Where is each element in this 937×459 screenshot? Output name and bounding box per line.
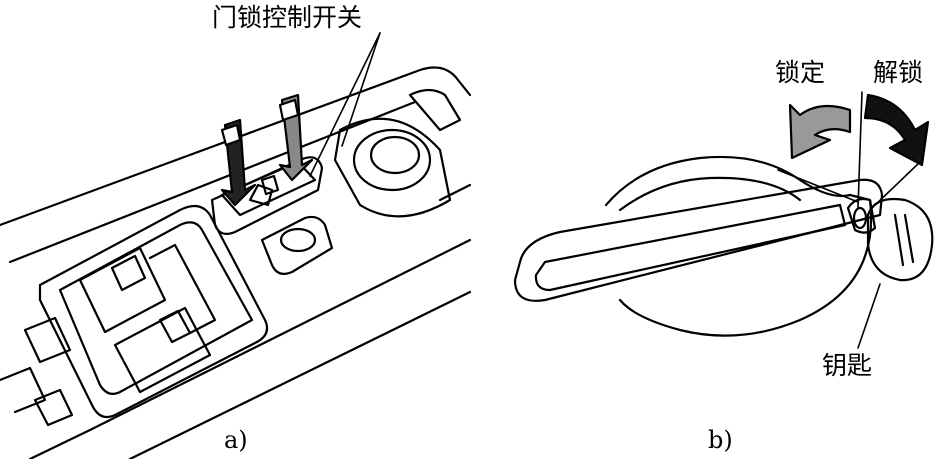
lock-toggle-left [248, 183, 274, 207]
label-key: 钥匙 [822, 351, 873, 380]
small-button [279, 227, 317, 253]
window-switch-1-top [110, 254, 147, 292]
window-switch-1 [78, 246, 167, 334]
armrest-top-edge [0, 66, 472, 227]
armrest-lower-edge [28, 238, 472, 459]
switch-panel-frame [38, 204, 269, 419]
handle-grip-inner [534, 203, 847, 292]
right-edge-stub [438, 183, 472, 202]
mirror-knob-center [369, 135, 421, 175]
lock-leader [777, 169, 859, 203]
keyhole [852, 206, 868, 230]
lock-arrow [788, 103, 852, 160]
handle-recess [604, 155, 873, 337]
key-head-groove [893, 213, 905, 267]
lock-cylinder [846, 197, 877, 234]
press-arrow-right-body [278, 98, 300, 122]
top-notch [408, 88, 462, 132]
caption-a: a) [224, 426, 248, 454]
small-button-frame [260, 215, 334, 275]
callout-leader-2 [341, 32, 381, 147]
caption-b: b) [708, 426, 733, 454]
unlock-leader [871, 161, 921, 209]
lock-switch-base [210, 156, 324, 235]
label-unlock: 解锁 [873, 58, 924, 87]
label-lock: 锁定 [775, 58, 826, 87]
press-arrow-left-body [220, 123, 242, 147]
left-fragment-1 [23, 316, 72, 364]
key-head [866, 197, 934, 282]
armrest-bottom-edge [128, 290, 472, 459]
lock-toggle-right [260, 174, 280, 196]
mirror-knob-ring [352, 128, 432, 192]
callout-leader-1 [309, 32, 381, 177]
lock-switch-base-top [220, 160, 317, 217]
unlock-arrow [863, 93, 930, 167]
left-fragment-2 [0, 366, 47, 414]
left-fragment-3 [33, 388, 74, 427]
callout-label-lock-switch: 门锁控制开关 [212, 3, 363, 32]
switch-panel-inner [58, 221, 254, 395]
key-leader [857, 283, 881, 349]
key-head-groove-2 [903, 213, 915, 264]
center-leader [857, 91, 863, 209]
mirror-knob-frame [333, 117, 452, 218]
window-switch-side [148, 243, 217, 335]
handle-grip [513, 178, 884, 302]
handle-recess-inner [618, 176, 802, 212]
